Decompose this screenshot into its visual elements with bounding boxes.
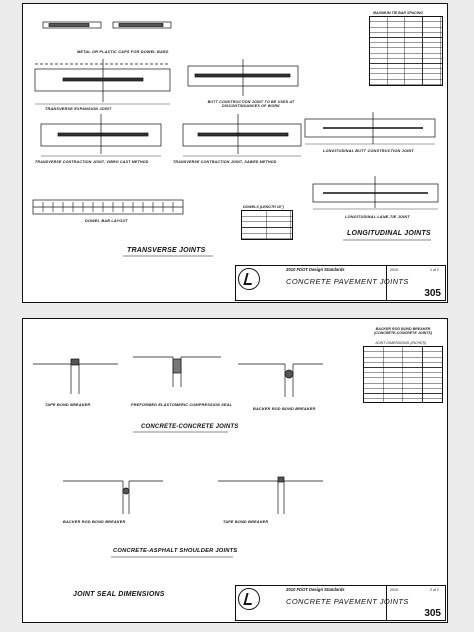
sheet-number: 1 of 2: [430, 268, 439, 272]
sheet-number: 2 of 2: [430, 588, 439, 592]
expansion-caption: TRANSVERSE EXPANSION JOINT: [45, 107, 112, 111]
transverse-joints-heading: TRANSVERSE JOINTS: [127, 247, 206, 254]
butt-caption: BUTT CONSTRUCTION JOINT TO BE USED AT DI…: [207, 100, 295, 108]
title-block-cells: 2010 1 of 2 305: [386, 266, 445, 300]
elastomeric-caption: PREFORMED ELASTOMERIC COMPRESSION SEAL: [131, 403, 233, 407]
long-butt-caption: LONGITUDINAL BUTT CONSTRUCTION JOINT: [323, 149, 414, 153]
index-number: 305: [424, 608, 441, 619]
joint-dimensions-table: [363, 346, 443, 403]
dowels-table-title: DOWELS (LENGTH 18"): [243, 205, 284, 209]
dowel-layout-caption: DOWEL BAR LAYOUT: [85, 219, 128, 223]
fdot-logo-icon: [238, 588, 260, 610]
title-block-cells: 2010 2 of 2 305: [386, 586, 445, 620]
caps-caption: METAL OR PLASTIC CAPS FOR DOWEL BARS: [77, 50, 169, 54]
shoulder-backer-caption: BACKER ROD BOND BREAKER: [63, 520, 126, 524]
backer-table-title: BACKER ROD BOND BREAKER (CONCRETE-CONCRE…: [374, 327, 432, 335]
joint-dimensions-title: JOINT DIMENSIONS (INCHES): [375, 341, 427, 345]
concrete-concrete-heading: CONCRETE-CONCRETE JOINTS: [141, 424, 239, 430]
dowels-table: [241, 210, 293, 240]
backer-rod-caption: BACKER ROD BOND BREAKER: [253, 407, 316, 411]
longitudinal-joints-heading: LONGITUDINAL JOINTS: [347, 230, 431, 237]
sheet-title: CONCRETE PAVEMENT JOINTS: [286, 277, 409, 286]
sheet-title: CONCRETE PAVEMENT JOINTS: [286, 597, 409, 606]
fdot-logo-icon: [238, 268, 260, 290]
title-block-2: 2010 FDOT Design Standards CONCRETE PAVE…: [235, 585, 446, 621]
sheet-2-linework: [33, 356, 323, 558]
index-number: 305: [424, 288, 441, 299]
vibro-caption: TRANSVERSE CONTRACTION JOINT, VIBRO CAST…: [35, 160, 149, 164]
tie-bar-spacing-table: [369, 16, 443, 86]
revision-year: 2010: [390, 268, 398, 272]
sawed-caption: TRANSVERSE CONTRACTION JOINT, SAWED METH…: [173, 160, 277, 164]
tie-bar-table-title: MAXIMUM TIE BAR SPACING: [373, 11, 424, 15]
title-block-1: 2010 FDOT Design Standards CONCRETE PAVE…: [235, 265, 446, 301]
revision-year: 2010: [390, 588, 398, 592]
shoulder-tape-caption: TAPE BOND BREAKER: [223, 520, 269, 524]
department-name: 2010 FDOT Design Standards: [286, 587, 345, 592]
drawing-sheet-2: BACKER ROD BOND BREAKER (CONCRETE-CONCRE…: [22, 318, 448, 623]
drawing-sheet-1: MAXIMUM TIE BAR SPACING DOWELS (LENGTH 1…: [22, 3, 448, 303]
joint-seal-dimensions-heading: JOINT SEAL DIMENSIONS: [73, 591, 165, 598]
tape-bond-caption: TAPE BOND BREAKER: [45, 403, 91, 407]
lane-tie-caption: LONGITUDINAL LANE-TIE JOINT: [345, 215, 410, 219]
shoulder-joints-heading: CONCRETE-ASPHALT SHOULDER JOINTS: [113, 548, 238, 554]
department-name: 2010 FDOT Design Standards: [286, 267, 345, 272]
sheet-1-linework: [32, 21, 439, 257]
